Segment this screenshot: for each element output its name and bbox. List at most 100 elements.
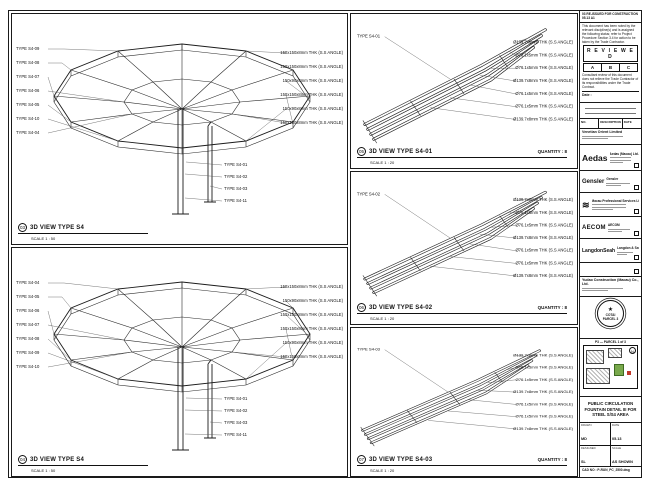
status-option-c: C — [626, 65, 631, 70]
tube-assembly-drawing-3: TYPE S4-03 Ø139.7x8mm THK (S.S ANGLE) Ø7… — [357, 347, 574, 447]
annotation-label: TYPE S4-01 — [224, 396, 248, 401]
location-marker — [627, 371, 631, 375]
tube-bundle — [360, 349, 541, 447]
canopy-structure — [53, 281, 311, 451]
annotation-label: TYPE S4-02 — [224, 408, 248, 413]
annotation-labels: TYPE S4-09 TYPE S4-08 TYPE S4-07 TYPE S4… — [16, 46, 344, 203]
annotation-label: 150x150x8mm THK (S.S ANGLE) — [280, 354, 343, 359]
leader-lines — [47, 282, 311, 436]
quantity-label: QUANTITY : 8 — [537, 457, 567, 462]
aecom-logo: AECOM — [582, 224, 606, 231]
annotation-label: Ø76.1x5mm THK (S.S ANGLE) — [515, 210, 573, 215]
consultant-name: Langdon & Seah Macau Ltd. — [617, 246, 639, 250]
annotation-label: 150x90x8mm THK (S.S ANGLE) — [283, 340, 344, 345]
annotation-label: TYPE S4-02 — [224, 174, 248, 179]
view-scale: SCALE 1 : 50 — [31, 236, 56, 241]
consultant-row-gensler: Gensler Gensler — [580, 171, 641, 193]
consultant-name: Gensler — [606, 177, 619, 181]
annotation-label: Ø139.7x8mm THK (S.S ANGLE) — [513, 389, 574, 394]
designed-label: DESIGNED — [581, 445, 596, 450]
contractor-name: Yudao Construction (Macau) Co., Ltd. — [582, 278, 639, 286]
annotation-label: Ø76.1x5mm THK (S.S ANGLE) — [515, 222, 573, 227]
view-title: 3D VIEW TYPE S4-02 — [369, 304, 433, 311]
panel-3d-view-type-s4-bottom: TYPE S4-04 TYPE S4-05 TYPE S4-06 TYPE S4… — [11, 247, 348, 477]
sheet-border-frame: TYPE S4-09 TYPE S4-08 TYPE S4-07 TYPE S4… — [8, 10, 642, 478]
review-checkbox — [634, 231, 639, 236]
wave-logo: ≋ — [582, 199, 590, 210]
date-label: DATE — [612, 423, 620, 427]
view-caption: 07 3D VIEW TYPE S4-03 QUANTITY : 8 — [357, 455, 567, 466]
annotation-label: Ø76.1x5mm THK (S.S ANGLE) — [515, 91, 573, 96]
annotation-label: TYPE S4-06 — [16, 308, 40, 313]
annotation-label: Ø76.1x5mm THK (S.S ANGLE) — [515, 260, 573, 265]
annotation-label: Ø76.1x5mm THK (S.S ANGLE) — [515, 52, 573, 57]
tube-bundle — [362, 190, 547, 297]
status-option-b: B — [602, 64, 620, 71]
view-title: 3D VIEW TYPE S4-03 — [369, 456, 433, 463]
drawing-title: PUBLIC CIRCULATION FOUNTAIN DETAIL III F… — [584, 401, 637, 418]
annotation-label: Ø76.1x5mm THK (S.S ANGLE) — [515, 401, 573, 406]
view-caption: 04 3D VIEW TYPE S4 — [18, 455, 148, 466]
panel-3d-view-type-s4-02: TYPE S4-02 Ø139.7x8mm THK (S.S ANGLE) Ø7… — [350, 171, 578, 325]
leader-lines — [384, 194, 530, 277]
consultant-name: AECOM — [607, 223, 620, 227]
annotation-label: TYPE S4-01 — [224, 162, 248, 167]
stamp-note-top: This document has been noted by the rele… — [582, 24, 636, 44]
aedas-logo: Aedas — [582, 152, 608, 163]
seal-text-line2: PARCEL 3 — [602, 316, 619, 321]
drawing-title-box: PUBLIC CIRCULATION FOUNTAIN DETAIL III F… — [580, 397, 641, 423]
review-checkbox — [634, 255, 639, 260]
scale-label: SCALE — [612, 445, 622, 450]
annotation-label: TYPE S4-10 — [16, 116, 40, 121]
annotation-label: TYPE S4-09 — [16, 46, 40, 51]
panel-3d-view-type-s4-top: TYPE S4-09 TYPE S4-08 TYPE S4-07 TYPE S4… — [11, 13, 348, 245]
detail-bubble: 04 — [18, 455, 27, 464]
key-plan-map: N — [583, 345, 638, 389]
annotation-label: TYPE S4-11 — [224, 432, 248, 437]
review-stamp: This document has been noted by the rele… — [580, 23, 641, 103]
revision-strip: 03 RE-ISSUED FOR CONSTRUCTION 05.13 A1 — [580, 11, 641, 23]
detail-bubble: 03 — [18, 223, 27, 232]
annotation-labels: TYPE S4-04 TYPE S4-05 TYPE S4-06 TYPE S4… — [16, 280, 344, 437]
col-date: DATE — [623, 120, 632, 124]
view-scale: SCALE 1 : 20 — [370, 160, 395, 165]
revision-table-header: NO. DESCRIPTION DATE — [580, 119, 641, 129]
annotation-label: TYPE S4-07 — [16, 74, 40, 79]
review-checkbox — [634, 269, 639, 274]
gensler-logo: Gensler — [582, 178, 605, 185]
annotation-label: TYPE S4-05 — [16, 294, 40, 299]
annotation-label: Ø76.1x5mm THK (S.S ANGLE) — [515, 65, 573, 70]
consultant-row-aedas: Aedas Aedas (Macau) Ltd. — [580, 145, 641, 171]
annotation-label: Ø139.7x8mm THK (S.S ANGLE) — [513, 116, 574, 121]
annotation-label: TYPE S4-03 — [357, 347, 381, 352]
annotation-labels: TYPE S4-03 Ø139.7x8mm THK (S.S ANGLE) Ø7… — [357, 347, 574, 431]
highlighted-area — [614, 364, 624, 376]
tube-bundle — [362, 28, 547, 144]
status-option-a: A — [584, 64, 602, 71]
client-row: Venetian Orient Limited — [580, 129, 641, 145]
consultant-name: Aedas (Macau) Ltd. — [609, 151, 639, 156]
col-no: NO. — [580, 119, 600, 128]
annotation-label: Ø139.7x8mm THK (S.S ANGLE) — [513, 426, 574, 431]
leader-lines — [384, 36, 530, 120]
annotation-label: Ø76.1x5mm THK (S.S ANGLE) — [515, 104, 573, 109]
leader-lines — [47, 48, 311, 202]
annotation-label: Ø76.1x5mm THK (S.S ANGLE) — [515, 365, 573, 370]
annotation-label: TYPE S4-08 — [16, 60, 40, 65]
designed-value: SL — [581, 459, 586, 464]
annotation-label: TYPE S4-04 — [16, 130, 40, 135]
view-title: 3D VIEW TYPE S4 — [30, 456, 85, 463]
stamp-date-label: Date : — [582, 91, 639, 97]
annotation-label: TYPE S4-01 — [357, 34, 381, 39]
annotation-label: TYPE S4-03 — [224, 186, 248, 191]
annotation-label: TYPE S4-10 — [16, 364, 40, 369]
annotation-label: TYPE S4-06 — [16, 88, 40, 93]
view-scale: SCALE 1 : 50 — [31, 468, 56, 473]
tube-assembly-drawing-2: TYPE S4-02 Ø139.7x8mm THK (S.S ANGLE) Ø7… — [357, 190, 574, 297]
annotation-label: Ø139.7x8mm THK (S.S ANGLE) — [513, 235, 574, 240]
review-checkbox — [634, 185, 639, 190]
canopy-drawing-top: TYPE S4-09 TYPE S4-08 TYPE S4-07 TYPE S4… — [16, 43, 344, 215]
date-value: 05.13 — [612, 436, 622, 441]
